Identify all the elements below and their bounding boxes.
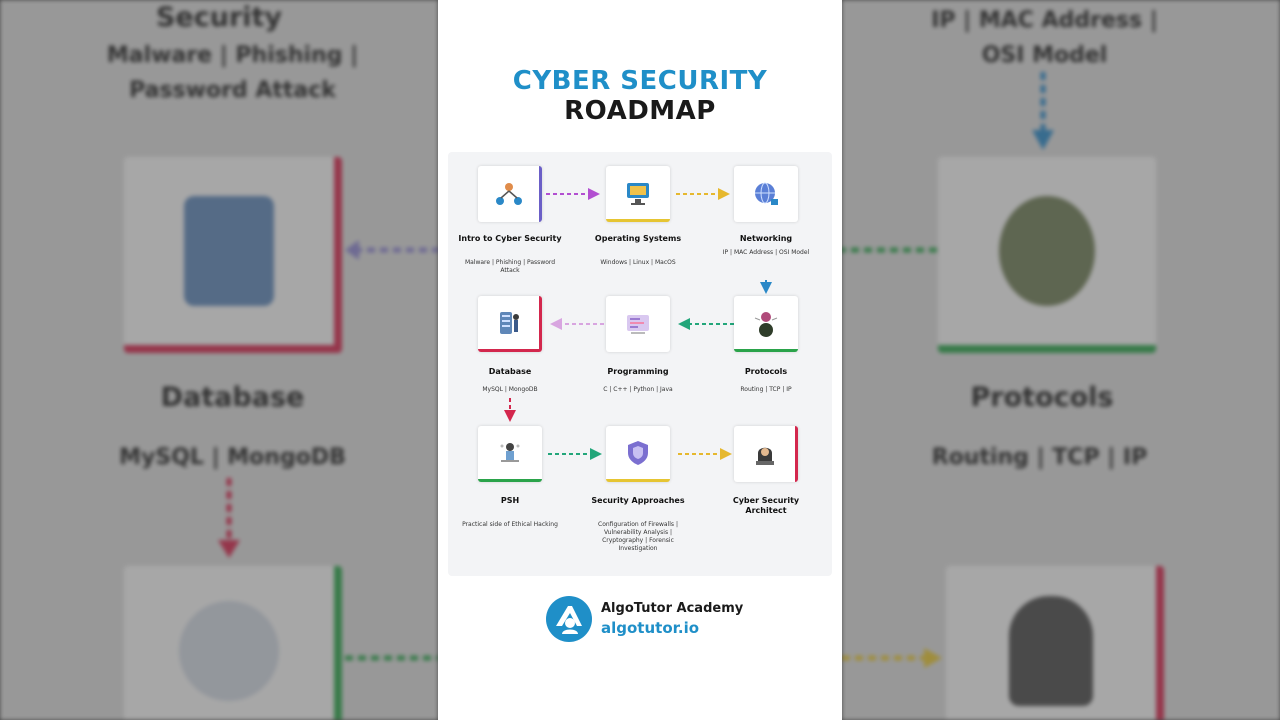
globe-icon: [755, 182, 778, 205]
bg-text: Routing | TCP | IP: [931, 445, 1148, 470]
bg-arrow: [842, 247, 937, 253]
bg-heading-security: Security: [155, 2, 283, 33]
node-protocols: [734, 296, 798, 352]
node-title: Security Approaches: [591, 496, 685, 505]
protocol-person-icon: [754, 311, 778, 337]
node-subtitle: Windows | Linux | MacOS: [600, 259, 676, 266]
bg-arrow: [842, 648, 942, 668]
node-operating-systems: [606, 166, 670, 222]
hacker-desk-icon: [179, 601, 279, 701]
node-title: Cyber Security Architect: [732, 496, 800, 515]
node-title: Protocols: [744, 367, 788, 376]
node-subtitle: Malware | Phishing | Password Attack: [464, 259, 556, 274]
node-subtitle: Practical side of Ethical Hacking: [462, 521, 558, 528]
node-title: Operating Systems: [594, 234, 682, 243]
node-psh: [478, 426, 542, 482]
architect-icon: [755, 447, 774, 465]
protocol-person-icon: [999, 196, 1095, 306]
bg-card-psh: [124, 566, 342, 720]
bg-heading-protocols: Protocols: [970, 382, 1114, 413]
bg-card-architect: [946, 566, 1164, 720]
node-title: Networking: [739, 234, 793, 243]
blurred-background-left: Security Malware | Phishing | Password A…: [0, 0, 438, 720]
bg-text: OSI Model: [981, 43, 1108, 68]
bg-card-database: [124, 157, 342, 353]
bg-text: IP | MAC Address |: [931, 8, 1158, 33]
node-title: PSH: [500, 496, 520, 505]
blurred-background-right: IP | MAC Address | OSI Model Protocols R…: [842, 0, 1280, 720]
bg-arrow: [1032, 72, 1054, 150]
bg-arrow: [345, 240, 438, 260]
bg-arrow: [218, 478, 240, 558]
node-subtitle: Routing | TCP | IP: [740, 386, 792, 393]
node-cyber-security-architect: [734, 426, 798, 482]
graduate-logo-icon: [556, 606, 582, 634]
node-database: [478, 296, 542, 352]
bg-text: Malware | Phishing |: [106, 43, 359, 68]
computer-icon: [627, 182, 649, 205]
bg-text: MySQL | MongoDB: [119, 445, 346, 470]
node-subtitle: C | C++ | Python | Java: [603, 386, 673, 393]
poster-title: CYBER SECURITY: [512, 66, 768, 96]
node-intro-to-cyber-security: [478, 166, 542, 222]
node-subtitle: Configuration of Firewalls | Vulnerabili…: [598, 521, 678, 552]
people-network-icon: [495, 183, 522, 205]
bg-arrow: [345, 655, 438, 661]
node-networking: [734, 166, 798, 222]
node-security-approaches: [606, 426, 670, 482]
server-person-icon: [499, 311, 519, 334]
node-title: Programming: [607, 367, 669, 376]
node-title: Intro to Cyber Security: [458, 234, 562, 243]
flow-arrows: [504, 188, 772, 460]
poster-subtitle: ROADMAP: [564, 96, 716, 126]
roadmap-panel: Intro to Cyber Security Malware | Phishi…: [448, 152, 832, 576]
bg-text: Password Attack: [129, 78, 336, 103]
node-title: Database: [488, 367, 532, 376]
brand-name: AlgoTutor Academy: [601, 601, 744, 616]
bg-heading-database: Database: [160, 382, 305, 413]
node-programming: [606, 296, 670, 352]
roadmap-poster: CYBER SECURITY ROADMAP: [438, 0, 842, 720]
bg-card-protocols: [938, 157, 1156, 353]
code-screen-icon: [627, 315, 649, 334]
node-subtitle: IP | MAC Address | OSI Model: [722, 249, 810, 256]
node-subtitle: MySQL | MongoDB: [482, 386, 538, 393]
algotutor-logo: [546, 596, 592, 642]
server-person-icon: [184, 196, 274, 306]
hacker-desk-icon: [500, 442, 520, 462]
architect-icon: [1009, 596, 1093, 706]
shield-icon: [628, 440, 648, 465]
brand-url[interactable]: algotutor.io: [601, 619, 700, 637]
